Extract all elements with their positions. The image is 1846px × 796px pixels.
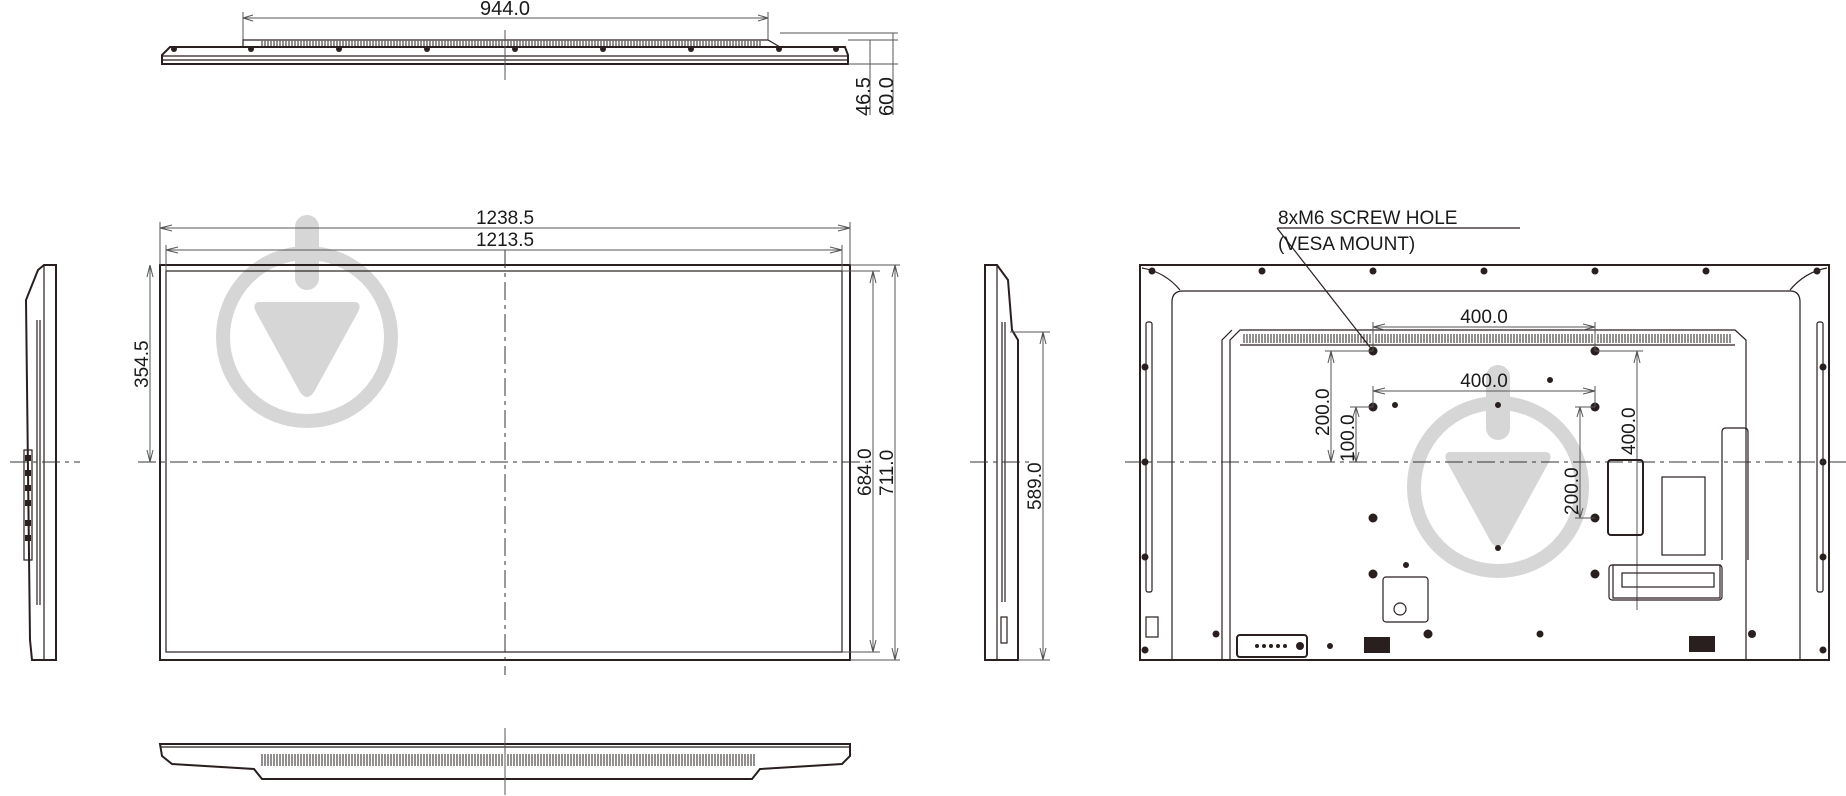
callout-screw-hole-label: 8xM6 SCREW HOLE — [1278, 208, 1457, 229]
front-view: 1238.5 1213.5 354.5 684.0 711.0 — [132, 208, 900, 675]
vesa-v-200-right-label: 200.0 — [1562, 467, 1583, 515]
vesa-h-outer-label: 400.0 — [1460, 307, 1508, 328]
front-outer-width-label: 1238.5 — [476, 208, 534, 229]
bottom-view — [158, 728, 851, 795]
callout-vesa-mount-label: (VESA MOUNT) — [1278, 234, 1415, 255]
vesa-v-400-label: 400.0 — [1619, 407, 1640, 455]
rear-view: 8xM6 SCREW HOLE (VESA MOUNT) 400.0 400.0… — [1125, 208, 1846, 661]
right-side-view: 589.0 — [970, 264, 1050, 661]
vesa-v-200-left-label: 200.0 — [1313, 388, 1334, 436]
front-inner-height-label: 684.0 — [855, 448, 876, 496]
front-outer-height-label: 711.0 — [877, 450, 898, 496]
top-width-label: 944.0 — [480, 0, 530, 20]
watermark-icon-front — [216, 215, 398, 428]
watermark-icon-rear — [1407, 365, 1589, 578]
side-height-label: 589.0 — [1025, 462, 1046, 510]
vesa-v-100-label: 100.0 — [1338, 414, 1359, 462]
top-depth-outer-label: 60.0 — [876, 77, 898, 116]
front-offset-height-label: 354.5 — [132, 340, 153, 388]
left-side-view — [10, 264, 80, 661]
top-depth-inner-label: 46.5 — [853, 77, 875, 116]
vesa-h-inner-label: 400.0 — [1460, 371, 1508, 392]
front-inner-width-label: 1213.5 — [476, 230, 534, 251]
top-view: 944.0 46.5 60.0 — [161, 0, 898, 116]
